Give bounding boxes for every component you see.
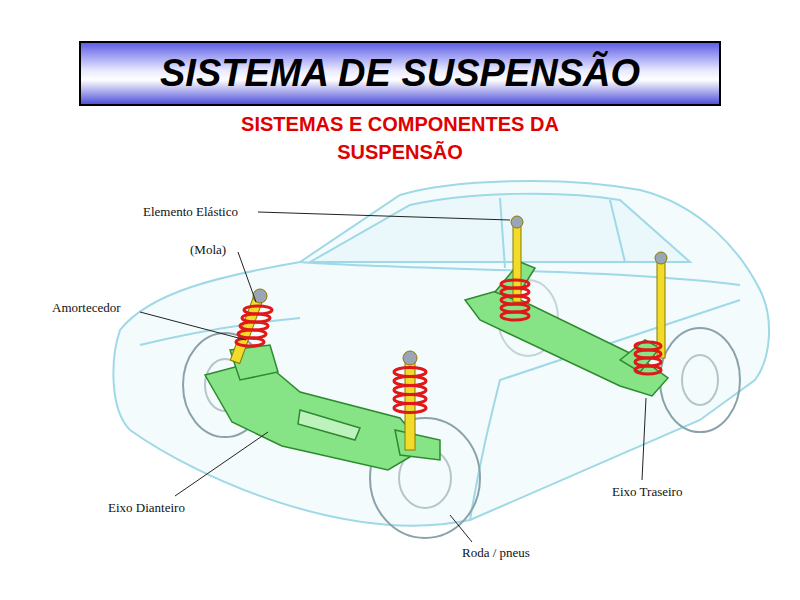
subtitle: SISTEMAS E COMPONENTES DA SUSPENSÃO	[190, 110, 610, 166]
rear-axle	[465, 262, 668, 396]
leader-line	[140, 312, 246, 340]
part-label: Eixo Dianteiro	[108, 500, 185, 516]
car-body	[113, 181, 769, 526]
part-label: Elemento Elástico	[143, 204, 238, 220]
part-label: Roda / pneus	[462, 545, 530, 561]
leader-line	[450, 515, 472, 542]
springs	[236, 280, 661, 413]
leader-line	[175, 432, 268, 496]
title-banner	[80, 42, 720, 105]
leader-line	[258, 212, 510, 220]
part-label: Amortecedor	[52, 300, 121, 316]
leader-lines	[140, 212, 646, 542]
leader-line	[642, 398, 646, 480]
title: SISTEMA DE SUSPENSÃO	[80, 50, 720, 96]
part-label: Eixo Traseiro	[612, 484, 682, 500]
part-label: (Mola)	[190, 242, 226, 258]
leader-line	[238, 252, 256, 302]
wheels	[183, 280, 740, 538]
shock-absorbers	[230, 216, 667, 450]
